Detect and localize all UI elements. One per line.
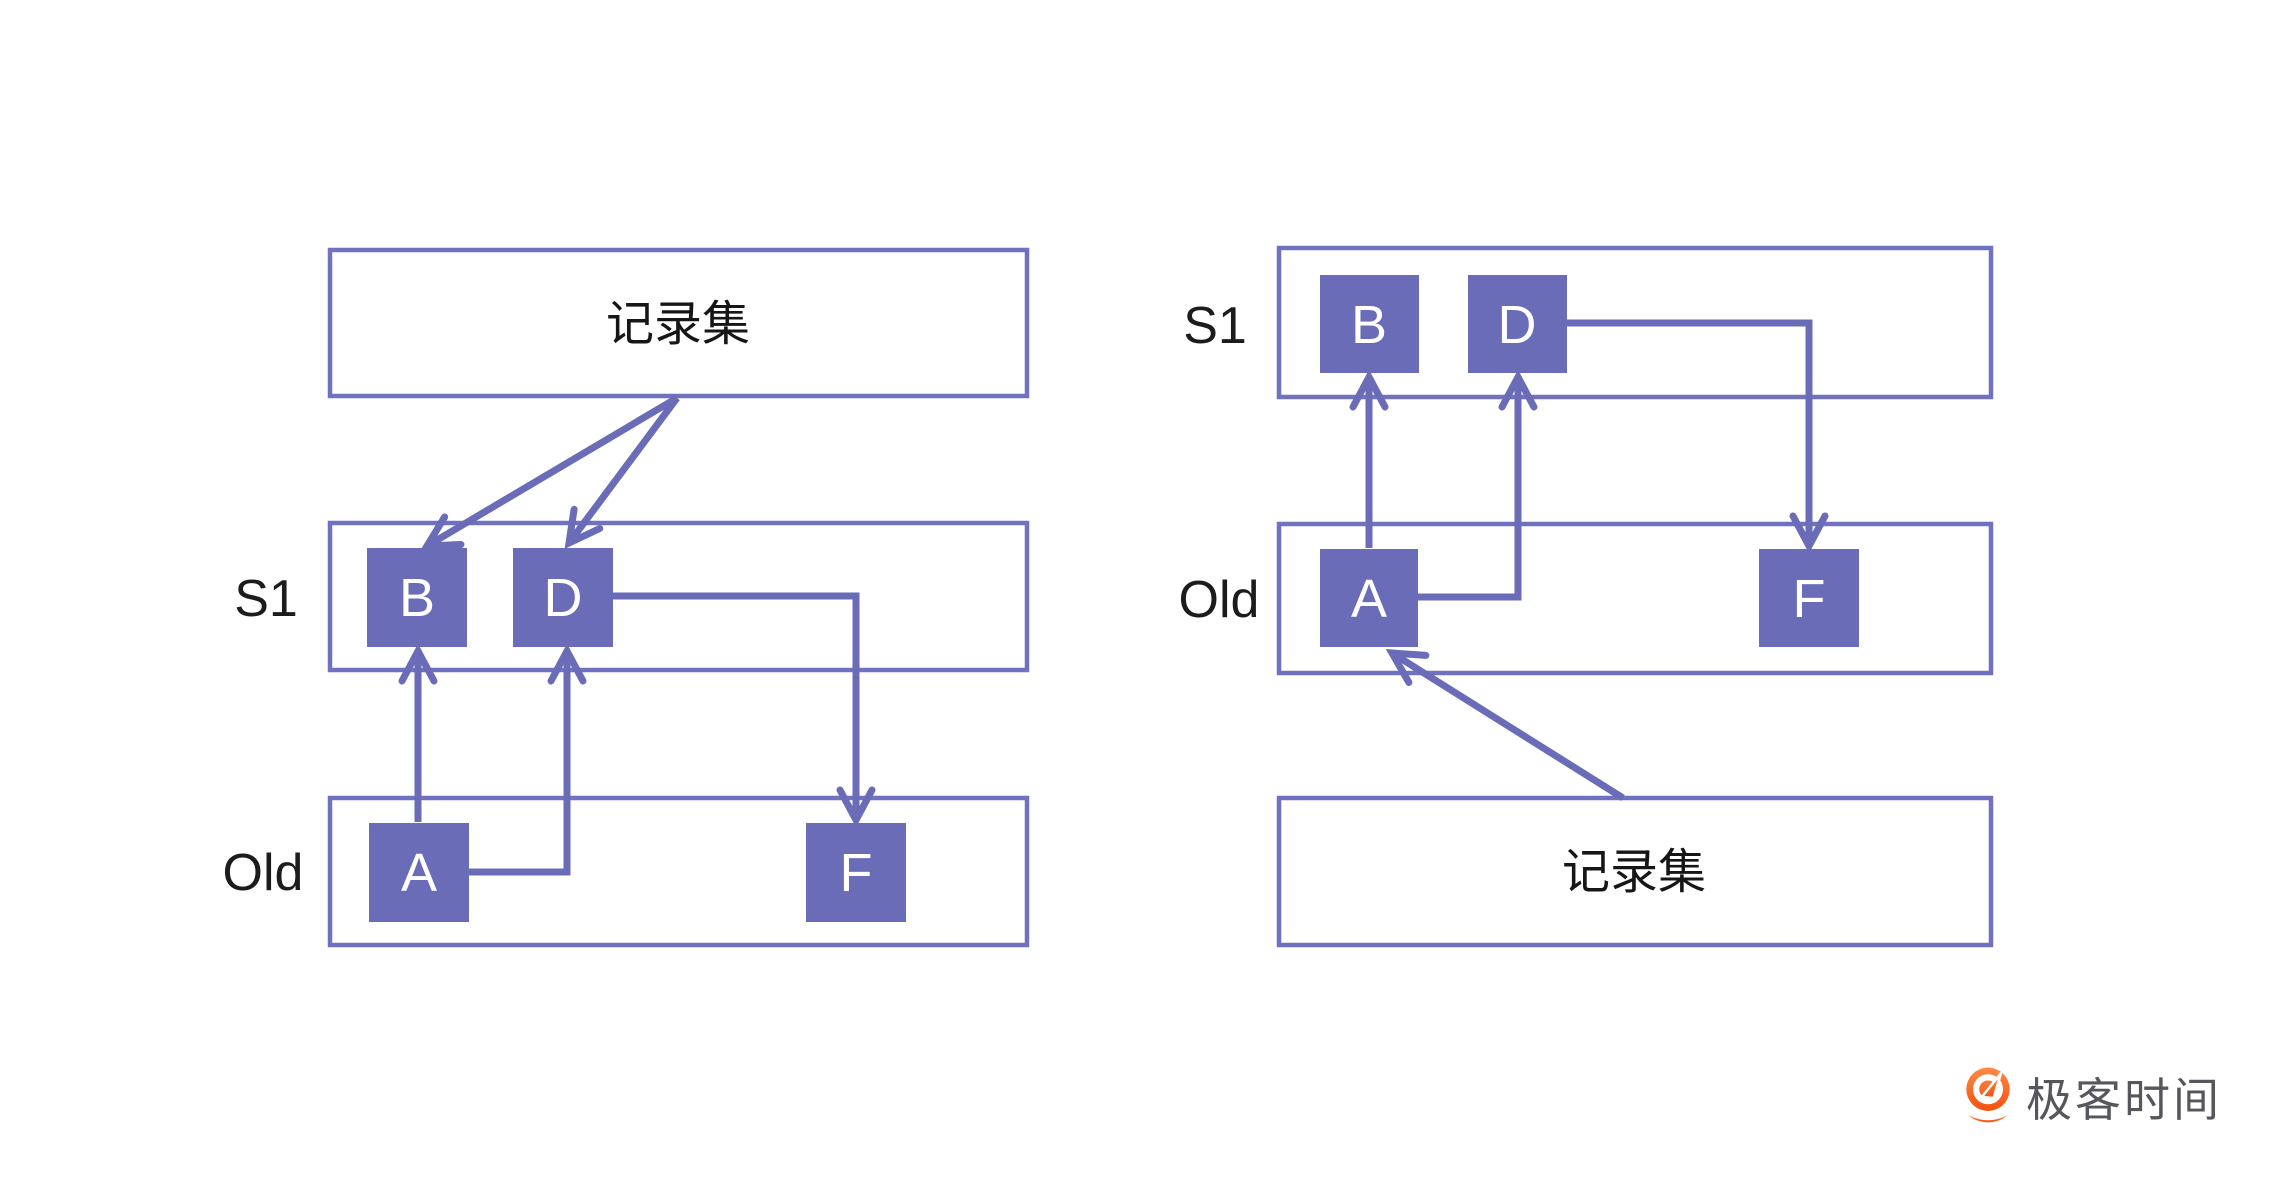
geektime-logo-icon (1966, 1067, 2010, 1123)
right-node-a-label: A (1351, 569, 1387, 629)
right-arrow-d-to-f (1566, 319, 1829, 554)
left-node-a (369, 823, 469, 922)
left-node-d (513, 548, 613, 647)
right-s1-row-label: S1 (1183, 297, 1247, 355)
left-arrow-a-to-d (468, 643, 587, 876)
right-recordset-label: 记录集 (1562, 846, 1706, 899)
right-panel: S1 B D Old A F 记录集 (1179, 245, 1994, 948)
right-old-row-label: Old (1179, 571, 1260, 629)
right-node-f-label: F (1793, 569, 1826, 629)
right-recordset-box (1276, 795, 1994, 948)
right-node-d (1468, 275, 1567, 373)
left-node-d-label: D (544, 568, 583, 628)
right-arrow-a-to-d (1417, 369, 1538, 601)
right-node-b-label: B (1351, 295, 1387, 355)
left-node-b (367, 548, 467, 647)
left-arrow-recordset-to-d (564, 395, 680, 549)
geektime-logo-text: 极客时间 (2026, 1074, 2222, 1126)
right-node-f (1759, 549, 1859, 647)
right-node-d-label: D (1498, 295, 1537, 355)
left-panel: 记录集 S1 B D Old A F (223, 247, 1030, 948)
left-node-f (806, 823, 906, 922)
left-recordset-box (327, 247, 1030, 399)
geektime-logo: 极客时间 (1962, 1064, 2222, 1130)
left-arrow-d-to-f (612, 592, 876, 828)
left-arrow-recordset-to-b (420, 394, 679, 550)
left-old-row-label: Old (223, 844, 304, 902)
right-arrow-recordset-to-a (1385, 649, 1625, 801)
right-node-a (1320, 549, 1418, 647)
left-node-a-label: A (401, 843, 437, 903)
left-node-b-label: B (399, 568, 435, 628)
left-s1-row-label: S1 (234, 570, 298, 628)
left-node-f-label: F (840, 843, 873, 903)
right-node-b (1320, 275, 1419, 373)
left-recordset-label: 记录集 (606, 298, 750, 351)
